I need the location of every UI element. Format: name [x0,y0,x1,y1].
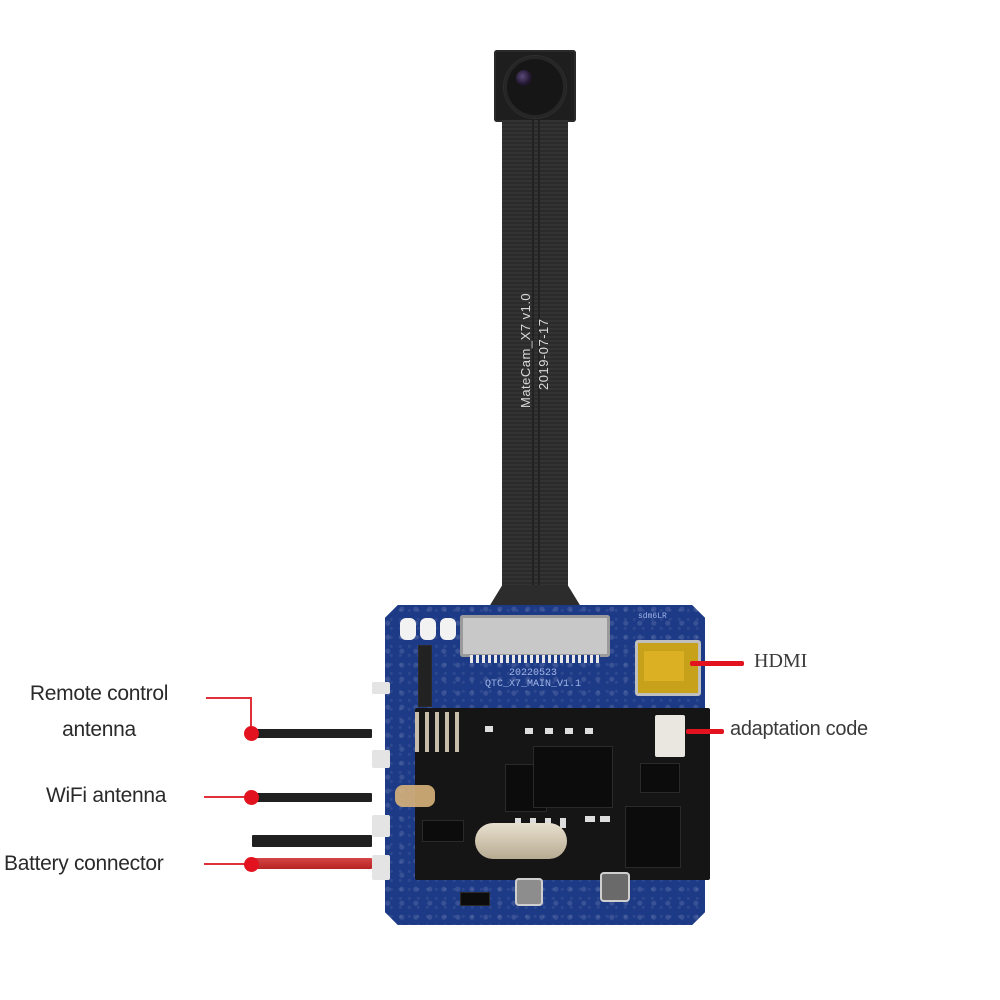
smd-component [560,818,566,828]
hdmi-label: HDMI [754,650,808,672]
smd-component [545,728,553,734]
remote-antenna-label-line-2: antenna [62,718,136,741]
camera-module-head [494,50,576,122]
pcb-corner-text: sdm6LR [638,612,667,621]
ic-chip [625,806,681,868]
smd-component [565,728,573,734]
ribbon-model-text: MateCam_X7 v1.0 [518,292,533,408]
smd-component [600,816,610,822]
pad [420,618,436,640]
wifi-antenna-wire [252,793,372,802]
side-connectors [372,680,394,880]
wifi-antenna-leader [204,796,250,798]
adaptation-callout-line [686,729,724,734]
crystal-oscillator [475,823,567,859]
side-connector [372,682,390,694]
inductor [515,878,543,906]
camera-lens-icon [516,70,532,86]
side-connector [372,855,390,880]
pcb-component [418,645,432,707]
pad [400,618,416,640]
wifi-antenna-label: WiFi antenna [46,784,167,807]
camera-lens-ring [504,56,566,118]
pcb-pads [400,618,460,640]
side-connector [372,815,390,837]
pcb-antenna-trace [415,712,465,752]
ribbon-date-text: 2019-07-17 [536,318,551,391]
ic-chip [460,892,490,906]
fpc-connector [460,615,610,657]
smd-component [585,816,595,822]
hdmi-callout-line [690,661,744,666]
hdmi-port [635,640,701,696]
wifi-antenna-marker-dot [244,790,259,805]
remote-antenna-leader-h [206,697,251,699]
ic-chip [533,746,613,808]
smd-component [525,728,533,734]
remote-antenna-label-line-1: Remote control [29,682,169,705]
pad [440,618,456,640]
battery-connector-label: Battery connector [4,852,164,875]
ribbon-cable-print: MateCam_X7 v1.0 2019-07-17 [500,280,600,408]
smd-component [585,728,593,734]
pcb-silkscreen-text: 20220523 QTC_X7_MAIN_V1.1 [485,668,581,690]
smd-component [485,726,493,732]
pcb-silk-line-2: QTC_X7_MAIN_V1.1 [485,679,582,690]
inductor [600,872,630,902]
remote-antenna-leader-v [250,697,252,733]
battery-marker-dot [244,857,259,872]
flex-ribbon-cable [502,120,568,600]
ic-chip [422,820,464,842]
adaptation-code-label: adaptation code [730,718,868,740]
side-connector [372,750,390,768]
adaptation-connector [655,715,685,757]
battery-black-wire [252,835,372,847]
battery-red-wire [252,858,372,869]
fpc-pins [470,655,600,663]
remote-antenna-wire [252,729,372,738]
remote-antenna-marker-dot [244,726,259,741]
ic-chip [640,763,680,793]
wifi-antenna-pad [395,785,435,807]
battery-leader [204,863,250,865]
pcb-silk-line-1: 20220523 [509,668,558,679]
